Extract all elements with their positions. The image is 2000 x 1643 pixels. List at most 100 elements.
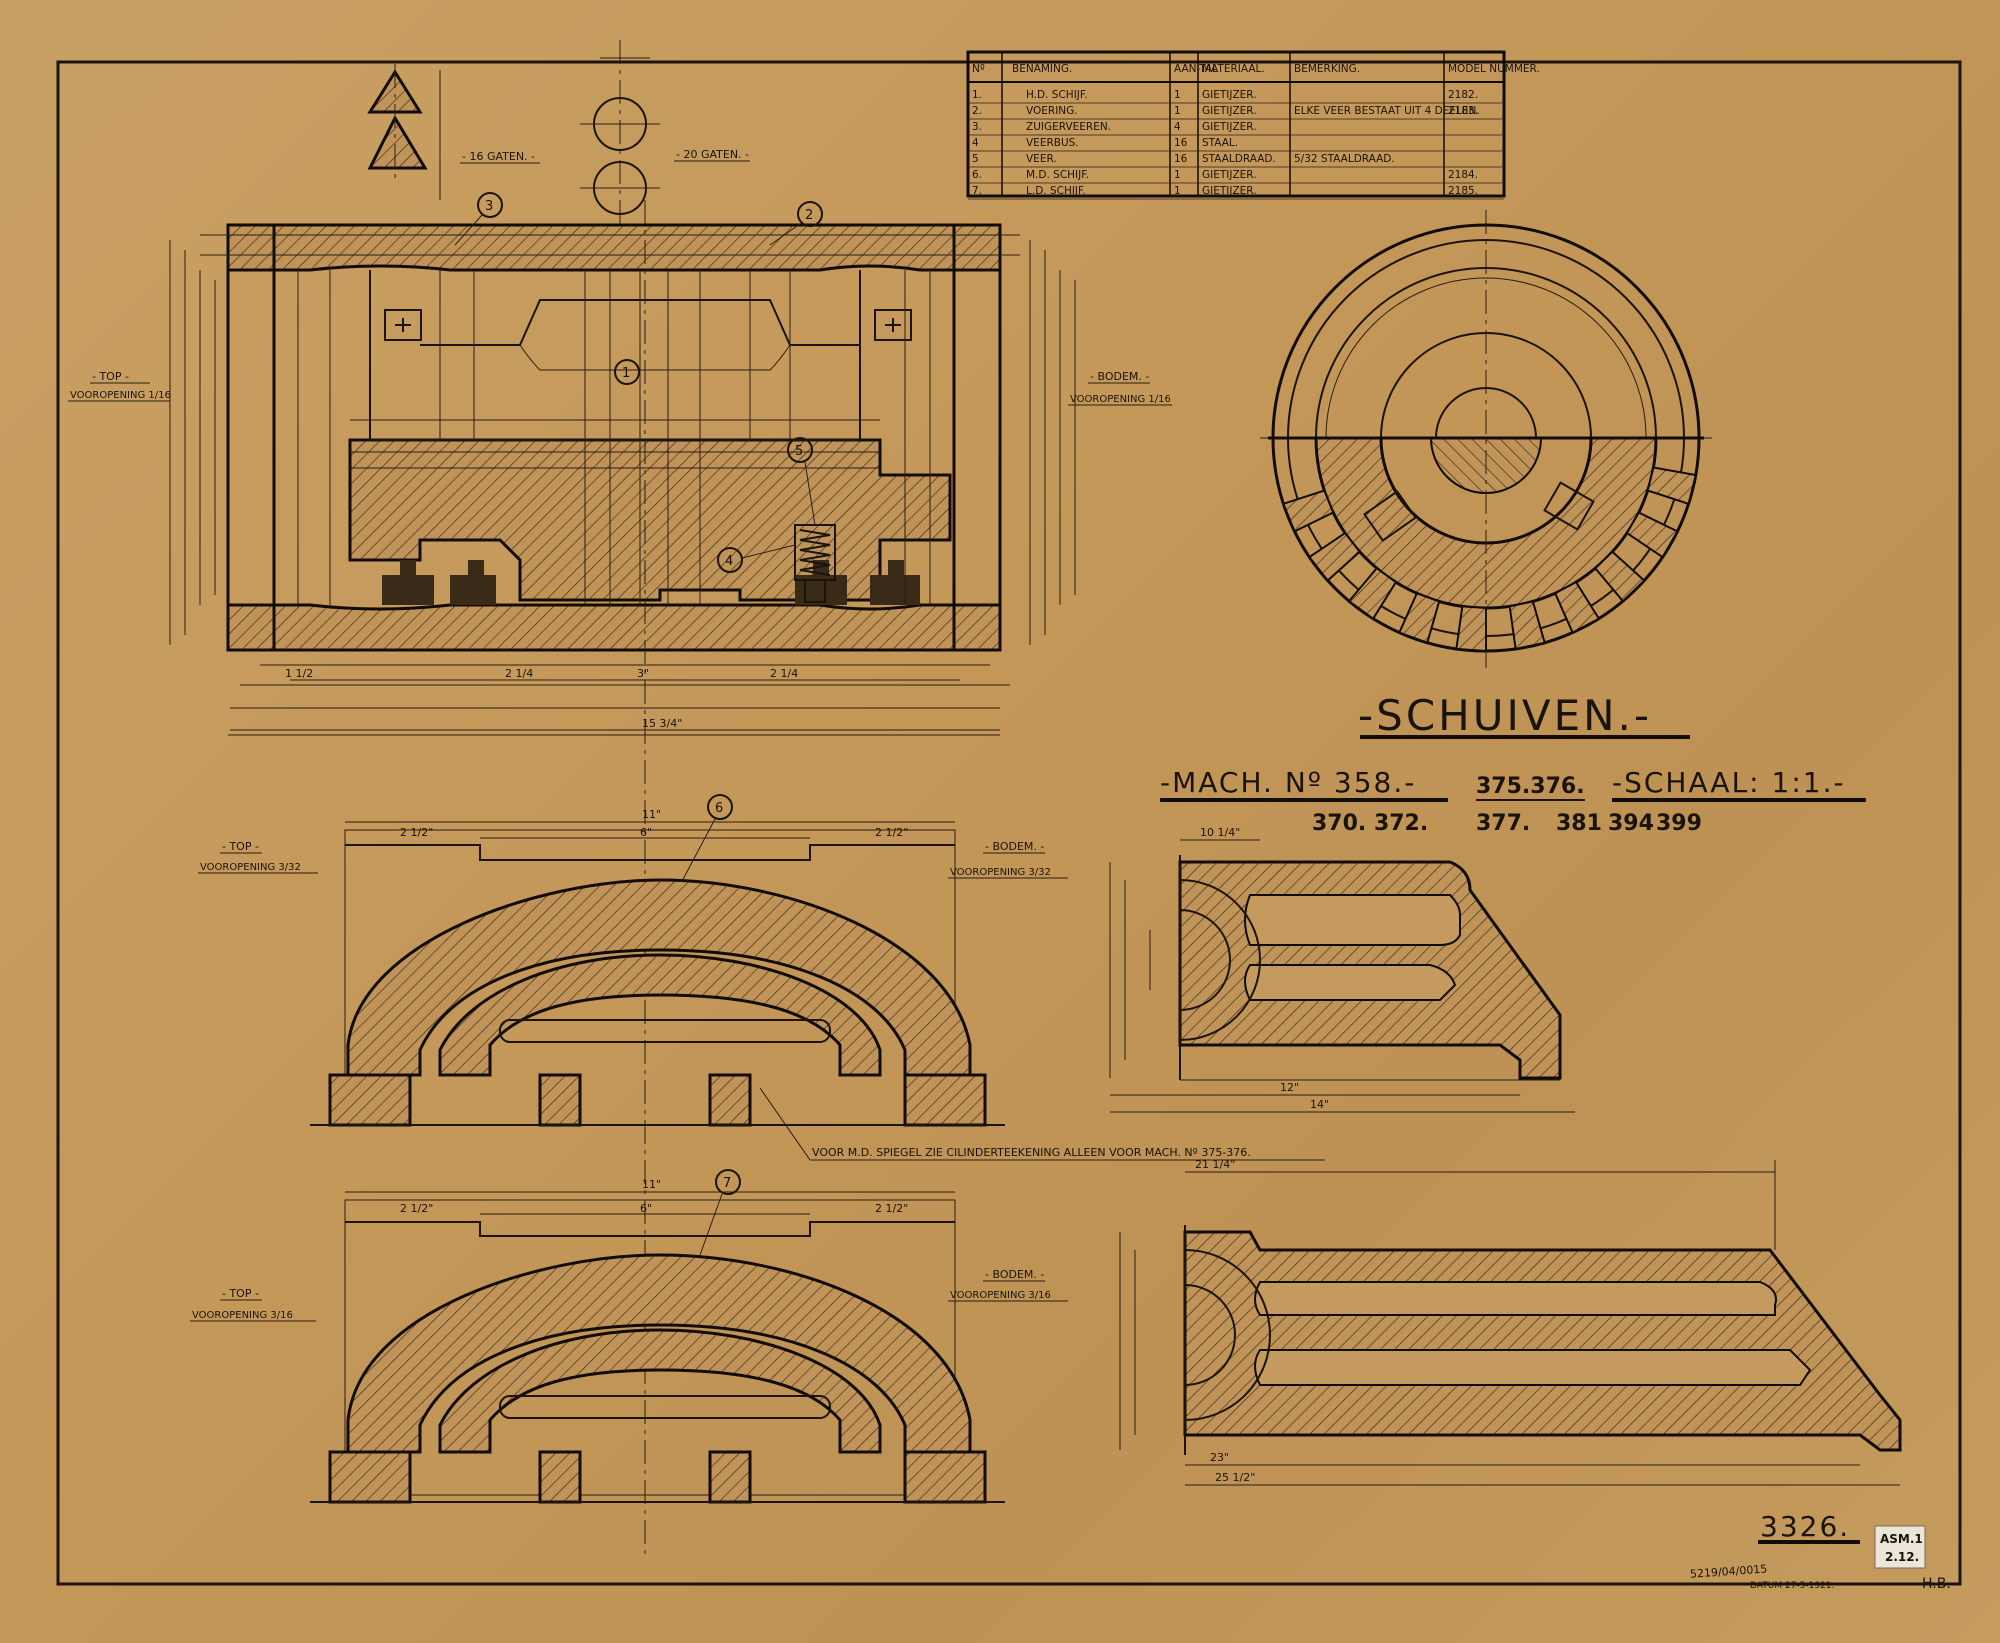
table-header-0: Nº	[972, 63, 985, 75]
table-cell-r2-c2: 4	[1174, 121, 1181, 133]
ring-segment	[1646, 466, 1697, 506]
dim-6-low: 6"	[640, 1202, 652, 1215]
table-cell-r6-c5: 2185.	[1448, 185, 1478, 197]
table-header-3: MATERIAAL.	[1202, 63, 1265, 75]
balloon-1: 1	[614, 359, 640, 385]
table-cell-r4-c2: 16	[1174, 153, 1188, 165]
ring-segment	[1282, 489, 1335, 533]
svg-text:5: 5	[795, 444, 803, 459]
label-bodem-mid: - BODEM. -	[985, 840, 1044, 853]
label-voor-bodem-main: VOOROPENING 1/16	[1070, 394, 1171, 405]
table-cell-r3-c3: STAAL.	[1202, 137, 1238, 149]
table-cell-r0-c0: 1.	[972, 89, 982, 101]
dim-25-1-2: 25 1/2"	[1215, 1471, 1255, 1484]
detail-sketch-20-gaten: - 20 GATEN. -	[580, 40, 750, 225]
table-cell-r2-c1: ZUIGERVEEREN.	[1026, 121, 1111, 133]
table-cell-r0-c2: 1	[1174, 89, 1181, 101]
archive-number: 5219/04/0015	[1690, 1562, 1768, 1580]
label-voor-top-mid: VOOROPENING 3/32	[200, 862, 301, 873]
table-cell-r3-c0: 4	[972, 137, 979, 149]
dim-2-1-2-low-l: 2 1/2"	[400, 1202, 433, 1215]
main-section-view: - TOP - VOOROPENING 1/16 - BODEM. - VOOR…	[68, 200, 1172, 1560]
machine-extra: 375.376.	[1476, 774, 1585, 799]
table-cell-r1-c1: VOERING.	[1026, 105, 1078, 117]
dim-2-1-4-left: 2 1/4	[505, 667, 533, 680]
table-header-1: BENAMING.	[1012, 63, 1072, 75]
label-top-low: - TOP -	[222, 1287, 259, 1300]
table-cell-r3-c2: 16	[1174, 137, 1188, 149]
ring-segment	[1508, 600, 1546, 651]
scale-label: -SCHAAL: 1:1.-	[1612, 766, 1846, 799]
table-cell-r0-c5: 2182.	[1448, 89, 1478, 101]
archive-stamp: ASM.1 2.12.	[1874, 1525, 1926, 1569]
ring-segment	[1625, 511, 1679, 559]
dim-3-in: 3"	[637, 667, 649, 680]
balloon-3: 3	[454, 192, 503, 246]
md-disk-side-profile: 12" 14" 10 1/4"	[1109, 826, 1575, 1113]
label-top-main: - TOP -	[92, 370, 129, 383]
table-cell-r0-c1: H.D. SCHIJF.	[1026, 89, 1088, 101]
ring-segment	[1398, 592, 1441, 645]
table-cell-r2-c0: 3.	[972, 121, 982, 133]
drawing-number-block: 3326.	[1758, 1510, 1860, 1544]
title-block: -SCHUIVEN.- -MACH. Nº 358.- 375.376. -SC…	[1160, 691, 1866, 836]
table-cell-r0-c3: GIETIJZER.	[1202, 89, 1257, 101]
table-cell-r6-c3: GIETIJZER.	[1202, 185, 1257, 197]
end-view-circle	[1260, 210, 1712, 668]
table-cell-r2-c3: GIETIJZER.	[1202, 121, 1257, 133]
ring-segment	[1455, 605, 1487, 653]
sheet-border	[56, 60, 1962, 1586]
table-cell-r4-c3: STAALDRAAD.	[1202, 153, 1276, 165]
spiegel-note: VOOR M.D. SPIEGEL ZIE CILINDERTEEKENING …	[759, 1087, 1325, 1161]
table-cell-r6-c0: 7.	[972, 185, 982, 197]
svg-text:4: 4	[725, 554, 733, 569]
dim-overall-length: 15 3/4"	[642, 717, 682, 730]
balloon-5: 5	[787, 437, 816, 526]
dim-11-low: 11"	[642, 1178, 661, 1191]
table-cell-r5-c2: 1	[1174, 169, 1181, 181]
piston-rings-bottom	[382, 560, 920, 605]
label-bodem-low: - BODEM. -	[985, 1268, 1044, 1281]
dim-1-1-2: 1 1/2	[285, 667, 313, 680]
table-cell-r1-c0: 2.	[972, 105, 982, 117]
piston-rings-top	[384, 309, 912, 341]
dim-2-1-4-right: 2 1/4	[770, 667, 798, 680]
dim-6-mid: 6"	[640, 826, 652, 839]
machine-line2-a: 370. 372.	[1312, 811, 1428, 836]
ring-segment	[1553, 580, 1601, 634]
machine-line2-e: 399	[1656, 811, 1702, 836]
table-cell-r5-c3: GIETIJZER.	[1202, 169, 1257, 181]
dim-2-1-2-mid-r: 2 1/2"	[875, 826, 908, 839]
svg-text:6: 6	[715, 801, 723, 816]
table-cell-r5-c1: M.D. SCHIJF.	[1026, 169, 1089, 181]
table-header-5: MODEL NUMMER.	[1448, 63, 1540, 75]
initials: H.B.	[1922, 1576, 1951, 1592]
table-cell-r1-c5: 2183.	[1448, 105, 1478, 117]
label-voor-bodem-mid: VOOROPENING 3/32	[950, 867, 1051, 878]
md-disk-section: 11" 6" 2 1/2" 2 1/2" - TOP - VOOROPENING…	[198, 808, 1068, 1127]
ld-disk-section: 11" 6" 2 1/2" 2 1/2" - TOP - VOOROPENING…	[190, 1178, 1068, 1504]
table-header-4: BEMERKING.	[1294, 63, 1360, 75]
date-text: DATUM 27-5-1921.	[1750, 1581, 1834, 1591]
drawing-title: -SCHUIVEN.-	[1358, 691, 1652, 740]
svg-text:2: 2	[805, 208, 813, 223]
dim-23: 23"	[1210, 1451, 1229, 1464]
table-cell-r6-c1: L.D. SCHIJF.	[1026, 185, 1086, 197]
table-cell-r6-c2: 1	[1174, 185, 1181, 197]
ring-segment	[1593, 550, 1646, 603]
table-cell-r1-c4: ELKE VEER BESTAAT UIT 4 DEELEN.	[1294, 105, 1480, 117]
balloon-6: 6	[679, 794, 733, 886]
table-header-2: AAN-TAL	[1174, 63, 1218, 75]
svg-text:3: 3	[485, 199, 493, 214]
stamp-line2: 2.12.	[1885, 1550, 1919, 1564]
dim-2-1-2-low-r: 2 1/2"	[875, 1202, 908, 1215]
stamp-line1: ASM.1	[1880, 1532, 1923, 1546]
balloon-2: 2	[769, 201, 823, 246]
label-top-mid: - TOP -	[222, 840, 259, 853]
svg-text:7: 7	[723, 1176, 731, 1191]
table-cell-r4-c1: VEER.	[1026, 153, 1057, 165]
ld-disk-side-profile: 23" 25 1/2" 21 1/4"	[1119, 1158, 1902, 1486]
